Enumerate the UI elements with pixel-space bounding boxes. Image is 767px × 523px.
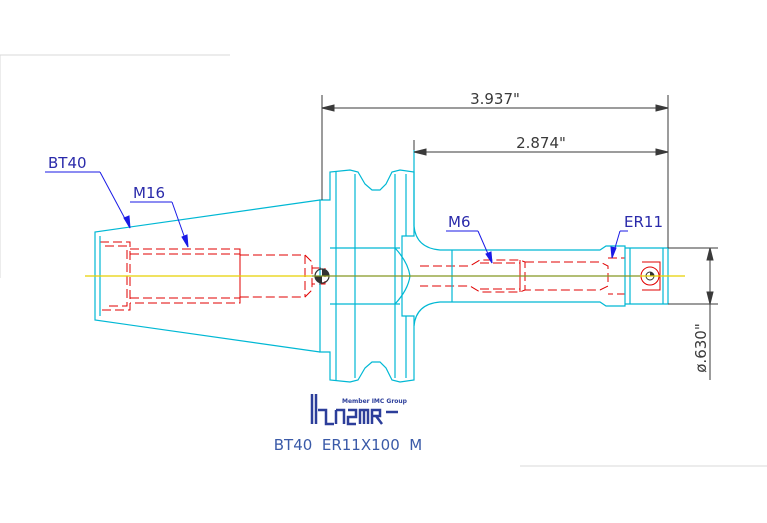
- diameter-dimension: ø.630": [692, 323, 710, 372]
- gauge-length-dimension: 2.874": [516, 134, 566, 152]
- logo-tagline: Member IMC Group: [342, 398, 408, 405]
- logo-mark: [310, 394, 398, 426]
- toolholder-outline: [94, 150, 669, 383]
- extension-neck: [413, 150, 626, 327]
- frame-lines: [0, 54, 767, 467]
- collet-label: ER11: [624, 213, 663, 231]
- drawbar-thread-label: M16: [133, 184, 165, 202]
- screw-thread-label: M6: [448, 213, 471, 231]
- leaders: [45, 171, 628, 264]
- taper-label: BT40: [48, 154, 87, 172]
- part-number: BT40 ER11X100 M: [274, 436, 422, 454]
- iscar-logo: Member IMC Group: [310, 394, 408, 426]
- flange-body: [319, 169, 415, 383]
- dimension-lines: [321, 95, 718, 380]
- overall-length-dimension: 3.937": [470, 90, 520, 108]
